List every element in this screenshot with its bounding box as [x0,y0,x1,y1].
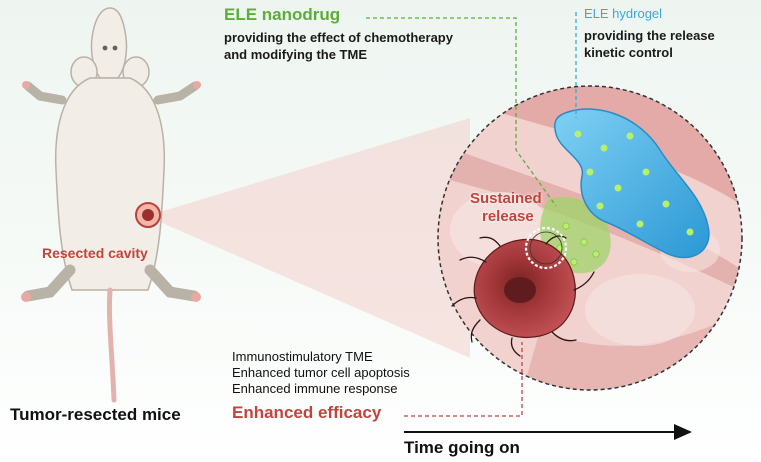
time-label: Time going on [404,438,520,457]
enhanced-efficacy-label: Enhanced efficacy [232,403,382,422]
outcome-immunostimulatory: Immunostimulatory TME [232,349,373,364]
sustained-release-line-2: release [482,208,534,225]
mouse-illustration [22,7,200,302]
hydrogel-title: ELE hydrogel [584,6,663,21]
hydrogel-desc-line-1: providing the release [584,28,715,43]
nanodrug-desc-line-1: providing the effect of chemotherapy [224,30,453,45]
release-site-inner-circle [529,231,563,265]
mouse-tail [106,287,117,403]
cavity-icon [135,202,161,228]
hydrogel-desc-line-2: kinetic control [584,45,673,60]
resected-cavity-label: Resected cavity [42,245,148,261]
mouse-paws [21,81,201,302]
release-site-circle [524,226,568,270]
zoom-cone [160,118,470,358]
mice-caption: Tumor-resected mice [10,405,181,424]
nanodrug-desc-line-2: and modifying the TME [224,47,367,62]
outcome-immune-response: Enhanced immune response [232,381,398,396]
nanodrug-title: ELE nanodrug [224,5,341,24]
mouse-eye-left [102,45,108,51]
mouse-eye-right [112,45,118,51]
hydrogel-blob-icon [554,108,710,259]
zoom-circle-border [437,85,743,391]
nanodrug-leader-line [366,17,557,207]
sustained-release-line-1: Sustained [470,190,542,207]
outcome-apoptosis: Enhanced tumor cell apoptosis [232,365,410,380]
